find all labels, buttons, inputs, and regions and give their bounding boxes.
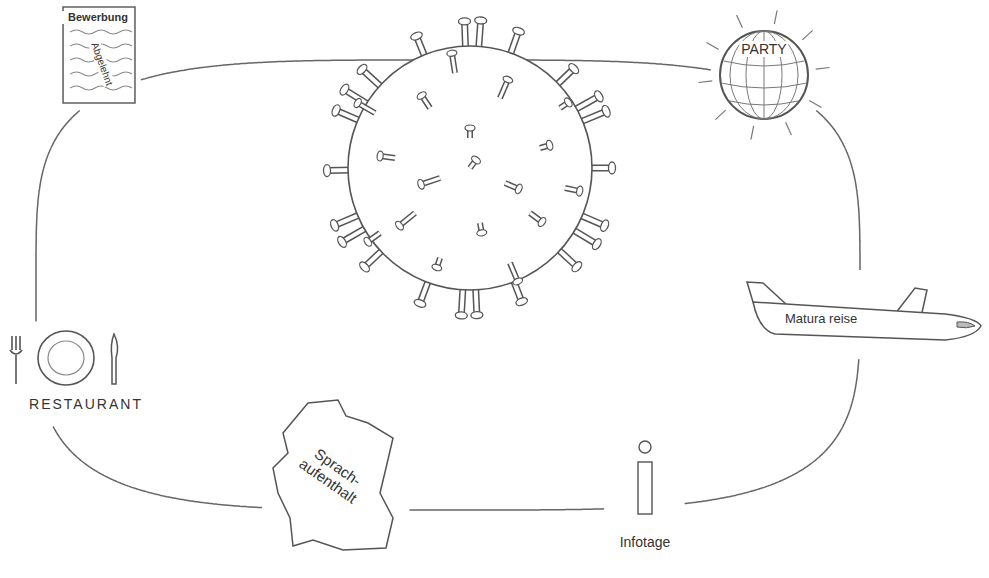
info-dot: [639, 441, 651, 453]
sun-ray: [737, 15, 743, 28]
globe-parallel: [721, 83, 807, 88]
spike-head: [413, 298, 427, 309]
spike-head: [329, 219, 340, 233]
spike-head: [355, 63, 368, 77]
globe-parallel: [730, 101, 798, 105]
spike-head: [465, 125, 475, 131]
party-globe: PARTY: [716, 27, 812, 123]
application-paper: BewerbungAbgelehnt: [62, 6, 136, 106]
sun-ray: [698, 81, 712, 83]
spike-head: [512, 277, 524, 286]
spike-head: [358, 260, 371, 274]
spike-head: [362, 236, 373, 248]
spike-head: [515, 296, 529, 307]
spike-head: [512, 26, 526, 37]
country-outline: [273, 400, 393, 550]
loop-line: [36, 111, 80, 322]
fork-icon: [10, 336, 22, 384]
spike-head: [458, 18, 470, 25]
spike-head: [336, 235, 348, 249]
plane-body: [753, 302, 981, 340]
paper-heading: Bewerbung: [62, 11, 134, 24]
sun-ray: [816, 67, 830, 69]
loop-line: [410, 509, 605, 510]
info-sign: Infotage: [610, 438, 680, 562]
sun-ray: [774, 10, 777, 24]
plane-label: Matura reise: [785, 312, 857, 327]
spike-head: [338, 83, 350, 97]
spike-head: [591, 237, 603, 251]
airplane: Matura reise: [745, 280, 985, 355]
restaurant-label: RESTAURANT: [29, 396, 143, 412]
text-scribble: [70, 30, 132, 34]
spike-head: [609, 162, 616, 174]
spike-head: [570, 260, 583, 274]
spike-head: [563, 97, 574, 109]
spike-head: [455, 312, 467, 320]
spike-head: [471, 311, 483, 319]
loop-line: [816, 111, 860, 271]
restaurant-icon: RESTAURANT: [4, 328, 169, 422]
spike-head: [376, 151, 383, 162]
spike-head: [353, 97, 363, 109]
sun-ray: [707, 43, 719, 50]
spike-head: [394, 220, 405, 232]
virus-body: [348, 46, 592, 290]
sun-ray: [751, 126, 754, 140]
spike-head: [601, 104, 612, 118]
spike-head: [567, 62, 580, 76]
sun-ray: [786, 122, 792, 135]
globe-label: PARTY: [739, 41, 788, 57]
spike-head: [470, 155, 482, 166]
globe-meridian: [730, 31, 798, 119]
spike-head: [593, 89, 605, 103]
spike-head: [330, 104, 341, 118]
france-map: Sprach- aufenthalt: [268, 398, 398, 553]
spike-head: [474, 17, 486, 25]
spike-head: [410, 31, 424, 42]
globe-parallel: [724, 61, 804, 66]
spike-head: [514, 183, 523, 195]
loop-line: [685, 359, 859, 503]
spike-head: [502, 75, 514, 84]
spike-head: [323, 164, 330, 176]
globe-outline: [720, 31, 808, 119]
sun-ray: [809, 101, 821, 108]
text-scribble: [70, 86, 132, 90]
sun-ray: [802, 30, 812, 39]
spike-head: [431, 263, 442, 272]
spike-head: [599, 219, 610, 233]
spike-head: [476, 229, 487, 237]
spike-head: [446, 50, 457, 57]
info-label: Infotage: [620, 534, 671, 550]
plate-icon: [38, 331, 94, 385]
spike-head: [576, 186, 584, 197]
spike-head: [417, 179, 426, 190]
plate-rim: [48, 341, 84, 375]
spike-head: [545, 140, 554, 151]
loop-line: [53, 426, 262, 507]
info-bar: [638, 462, 652, 514]
plane-cockpit: [957, 322, 975, 328]
spike-head: [416, 90, 428, 101]
sun-ray: [715, 110, 725, 119]
spike-head: [537, 216, 548, 228]
knife-icon: [111, 334, 117, 384]
node-shape: [745, 280, 985, 355]
